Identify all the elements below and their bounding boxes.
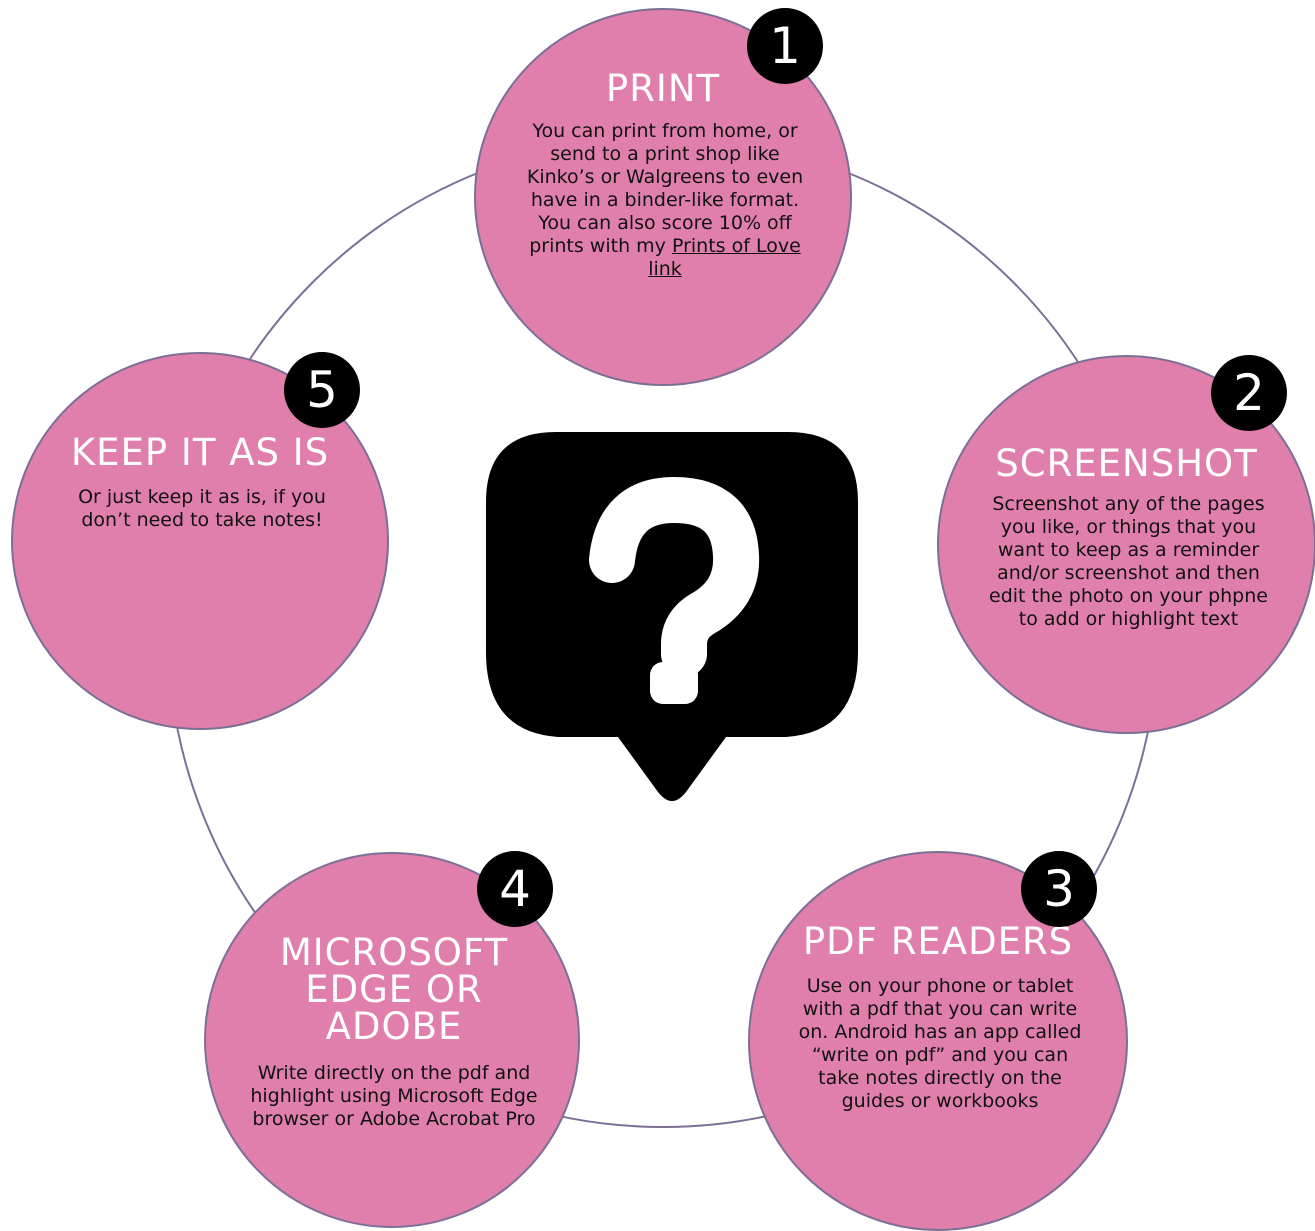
step-description: Or just keep it as is, if you don’t need… <box>78 486 326 531</box>
step-description: Use on your phone or tablet with a pdf t… <box>798 975 1082 1112</box>
step-title: PRINT <box>605 67 721 110</box>
step-description: You can print from home, or send to a pr… <box>516 120 814 281</box>
step-title: MICROSOFT EDGE OR ADOBE <box>279 931 509 1048</box>
step-description: Write directly on the pdf and highlight … <box>250 1062 538 1130</box>
step-description-text: You can print from home, or send to a pr… <box>526 120 804 257</box>
step-number-badge: 2 <box>1211 355 1287 431</box>
step-number-badge: 5 <box>284 352 360 428</box>
step-number-badge: 1 <box>747 8 823 84</box>
step-title: PDF READERS <box>802 920 1074 963</box>
question-speech-bubble-icon <box>486 432 858 801</box>
step-title: SCREENSHOT <box>995 442 1258 485</box>
step-description: Screenshot any of the pages you like, or… <box>989 493 1268 630</box>
step-node-print: PRINT You can print from home, or send t… <box>474 8 852 386</box>
step-title: KEEP IT AS IS <box>70 431 330 474</box>
step-node-microsoft-edge-or-adobe: MICROSOFT EDGE OR ADOBE Write directly o… <box>204 852 580 1228</box>
prints-of-love-link[interactable]: Prints of Love link <box>648 235 801 280</box>
step-node-pdf-readers: PDF READERS Use on your phone or tablet … <box>748 851 1128 1231</box>
step-number-badge: 4 <box>477 851 553 927</box>
step-number-badge: 3 <box>1021 851 1097 927</box>
